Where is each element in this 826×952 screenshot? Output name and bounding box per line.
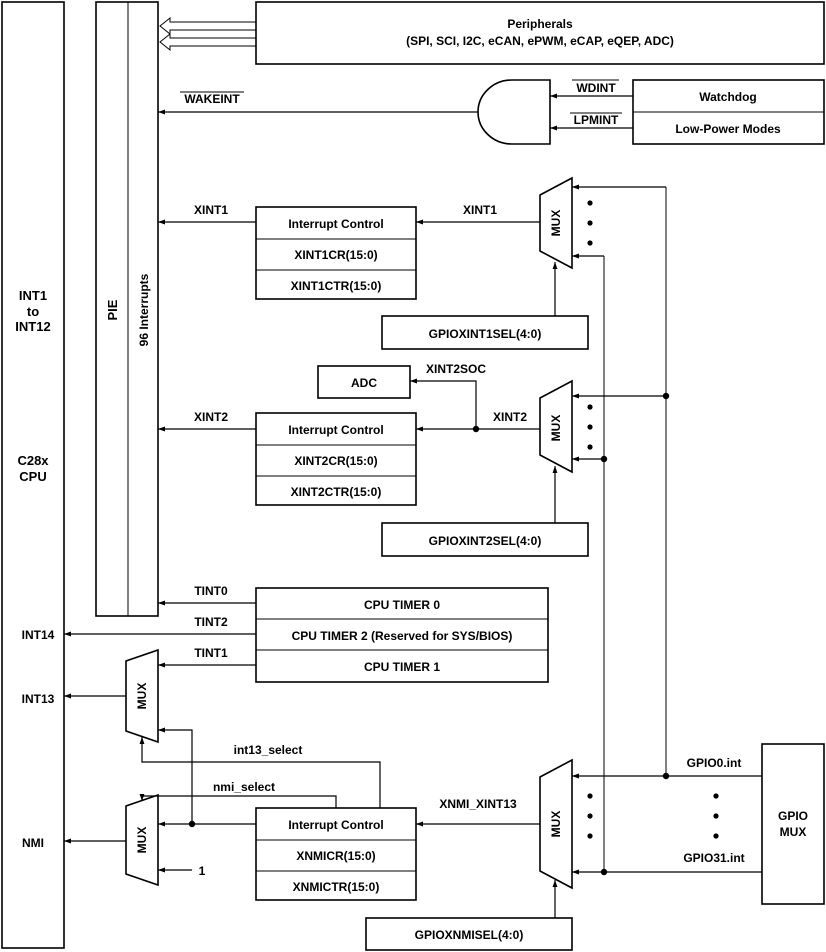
xnmi-mux xyxy=(539,758,573,890)
xint2-section: ADC Interrupt Control XINT2CR(15:0) XINT… xyxy=(158,362,593,557)
xint1-signal-left: XINT1 xyxy=(194,203,228,217)
cpu-label-1: C28x xyxy=(17,453,49,468)
xint1-mux xyxy=(539,176,573,270)
timer2-label: CPU TIMER 2 (Reserved for SYS/BIOS) xyxy=(292,629,513,643)
xint1-row-2: XINT1CR(15:0) xyxy=(294,248,377,262)
wake-section: Watchdog Low-Power Modes WDINT LPMINT WA… xyxy=(158,79,825,145)
one-label: 1 xyxy=(199,864,206,878)
tint2-label: TINT2 xyxy=(194,615,228,629)
pie-block: PIE 96 Interrupts xyxy=(95,1,159,617)
gpio-section: GPIO MUX GPIO0.int GPIO31.int xyxy=(572,184,825,905)
xint1-signal-right: XINT1 xyxy=(463,203,497,217)
pie-label: PIE xyxy=(105,299,120,320)
gpio-label-1: GPIO xyxy=(778,809,808,823)
lowpower-label: Low-Power Modes xyxy=(675,122,781,136)
and-gate xyxy=(477,79,551,145)
int13-section: MUX int13_select xyxy=(64,648,381,824)
cpu-label-2: CPU xyxy=(19,469,46,484)
xint1-row-3: XINT1CTR(15:0) xyxy=(291,279,382,293)
peripherals-list: (SPI, SCI, I2C, eCAN, ePWM, eCAP, eQEP, … xyxy=(406,34,674,48)
pie-interrupts-label: 96 Interrupts xyxy=(137,273,151,346)
nmi-section: MUX nmi_select Interrupt Control XNMICR(… xyxy=(64,758,593,951)
peripherals-title: Peripherals xyxy=(507,17,573,31)
xint2-mux-label: MUX xyxy=(549,415,563,442)
xint2-row-2: XINT2CR(15:0) xyxy=(294,454,377,468)
int13-mux xyxy=(125,648,159,744)
xint1-row-1: Interrupt Control xyxy=(288,217,383,231)
watchdog-label: Watchdog xyxy=(699,90,757,104)
tint0-label: TINT0 xyxy=(194,584,228,598)
xint2-signal-left: XINT2 xyxy=(194,410,228,424)
lpmint-label: LPMINT xyxy=(574,113,619,127)
peripherals-block: Peripherals (SPI, SCI, I2C, eCAN, ePWM, … xyxy=(159,1,825,65)
timer0-label: CPU TIMER 0 xyxy=(364,598,440,612)
int13-mux-label: MUX xyxy=(135,683,149,710)
xnmi-mux-label: MUX xyxy=(549,811,563,838)
nmi-mux xyxy=(125,793,159,887)
nmi-label: NMI xyxy=(22,836,44,850)
gpio-label-2: MUX xyxy=(780,825,807,839)
nmi-row-3: XNMICTR(15:0) xyxy=(293,880,380,894)
cpu-int-range-3: INT12 xyxy=(15,319,50,334)
xint1-section: Interrupt Control XINT1CR(15:0) XINT1CTR… xyxy=(158,176,593,350)
xint2soc-label: XINT2SOC xyxy=(426,362,486,376)
adc-label: ADC xyxy=(351,376,377,390)
int14-label: INT14 xyxy=(22,628,55,642)
timer1-label: CPU TIMER 1 xyxy=(364,660,440,674)
nmi-select-label: nmi_select xyxy=(213,780,275,794)
gpio0-label: GPIO0.int xyxy=(687,756,742,770)
wdint-label: WDINT xyxy=(576,81,616,95)
xint1-mux-label: MUX xyxy=(549,210,563,237)
cpu-int-range-1: INT1 xyxy=(19,288,47,303)
cpu-int-range-2: to xyxy=(27,304,39,319)
xnmi-sel: GPIOXNMISEL(4:0) xyxy=(415,928,524,942)
int13-label: INT13 xyxy=(22,692,55,706)
xint2-row-3: XINT2CTR(15:0) xyxy=(291,485,382,499)
int13-select-label: int13_select xyxy=(234,743,303,757)
nmi-row-1: Interrupt Control xyxy=(288,818,383,832)
nmi-mux-label: MUX xyxy=(135,827,149,854)
xint2-sel: GPIOXINT2SEL(4:0) xyxy=(429,534,542,548)
xint2-signal-right: XINT2 xyxy=(493,410,527,424)
xnmi-signal-label: XNMI_XINT13 xyxy=(439,797,517,811)
xint1-sel: GPIOXINT1SEL(4:0) xyxy=(429,327,542,341)
tint1-label: TINT1 xyxy=(194,646,228,660)
xint2-row-1: Interrupt Control xyxy=(288,423,383,437)
cpu-block: INT1 to INT12 C28x CPU INT14 INT13 NMI xyxy=(1,1,65,949)
gpio31-label: GPIO31.int xyxy=(683,851,744,865)
xint2-mux xyxy=(539,379,573,474)
wakeint-label: WAKEINT xyxy=(184,92,240,106)
nmi-row-2: XNMICR(15:0) xyxy=(296,849,375,863)
timers-section: CPU TIMER 0 CPU TIMER 2 (Reserved for SY… xyxy=(64,584,549,683)
